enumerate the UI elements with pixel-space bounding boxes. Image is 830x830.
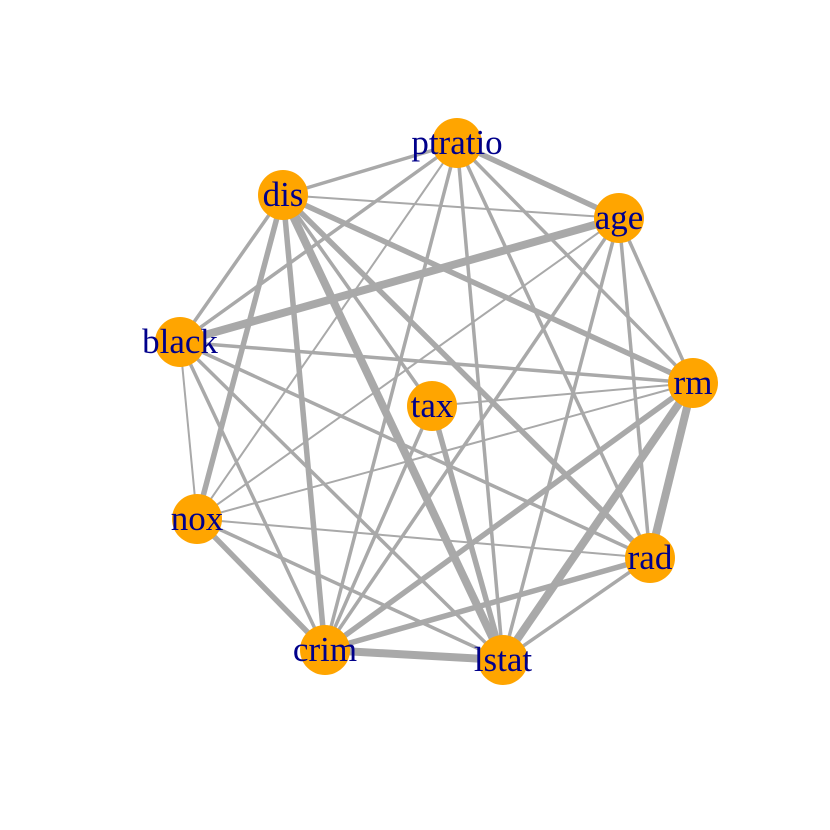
edge-age-black [178, 214, 621, 346]
node-age: age [594, 193, 644, 243]
edge-crim-lstat [324, 646, 504, 664]
edges-group [178, 140, 697, 664]
node-rad: rad [625, 533, 675, 583]
node-label-ptratio: ptratio [411, 123, 502, 162]
edge-nox-lstat [196, 517, 504, 662]
edge-lstat-rad [502, 556, 651, 662]
node-circle-lstat [478, 635, 528, 685]
edge-crim-rad [324, 555, 651, 653]
edge-dis-lstat [279, 193, 507, 662]
edge-tax-lstat [429, 405, 506, 661]
node-label-tax: tax [411, 386, 454, 425]
edge-rm-crim [323, 380, 695, 653]
node-label-crim: crim [293, 630, 357, 669]
edge-ptratio-nox [196, 142, 458, 520]
edge-age-crim [323, 217, 621, 651]
node-label-nox: nox [171, 499, 224, 538]
edge-rm-rad [646, 382, 697, 559]
edge-ptratio-crim [323, 142, 459, 651]
node-circle-age [594, 193, 644, 243]
node-rm: rm [668, 358, 718, 408]
node-label-rm: rm [674, 363, 713, 402]
edge-nox-crim [195, 517, 327, 652]
node-label-age: age [595, 198, 644, 237]
edge-age-nox [196, 217, 620, 520]
edge-black-nox [179, 341, 198, 520]
node-tax: tax [407, 381, 457, 431]
edge-age-lstat [501, 217, 621, 661]
node-ptratio: ptratio [411, 118, 503, 168]
edge-age-rm [617, 217, 695, 384]
edge-dis-rad [281, 193, 652, 560]
node-label-dis: dis [263, 175, 304, 214]
edge-ptratio-rm [455, 141, 695, 385]
edge-tax-dis [281, 193, 434, 408]
node-crim: crim [293, 625, 357, 675]
node-circle-ptratio [432, 118, 482, 168]
node-black: black [142, 317, 218, 367]
edge-black-rad [179, 340, 651, 560]
edge-dis-black [178, 193, 285, 344]
edge-black-rm [179, 340, 694, 385]
node-circle-nox [172, 494, 222, 544]
node-label-rad: rad [628, 538, 673, 577]
node-circle-rad [625, 533, 675, 583]
edge-ptratio-age [455, 140, 621, 221]
edge-tax-crim [323, 405, 434, 651]
edge-dis-ptratio [282, 141, 458, 197]
node-circle-crim [300, 625, 350, 675]
node-circle-black [155, 317, 205, 367]
edge-dis-age [282, 194, 620, 219]
node-nox: nox [171, 494, 224, 544]
edge-dis-rm [281, 192, 695, 386]
nodes-group: ptratio age rm rad lstat crim nox black dis tax [142, 118, 718, 685]
edge-rm-lstat [499, 380, 697, 663]
node-dis: dis [258, 170, 308, 220]
node-lstat: lstat [474, 635, 533, 685]
edge-nox-rad [196, 518, 651, 559]
node-circle-tax [407, 381, 457, 431]
node-circle-dis [258, 170, 308, 220]
edge-black-crim [178, 341, 327, 651]
edge-rm-tax [431, 382, 694, 407]
node-label-black: black [142, 322, 218, 361]
node-circle-rm [668, 358, 718, 408]
edge-black-lstat [178, 340, 505, 662]
edge-dis-nox [194, 194, 286, 520]
node-label-lstat: lstat [474, 640, 533, 679]
